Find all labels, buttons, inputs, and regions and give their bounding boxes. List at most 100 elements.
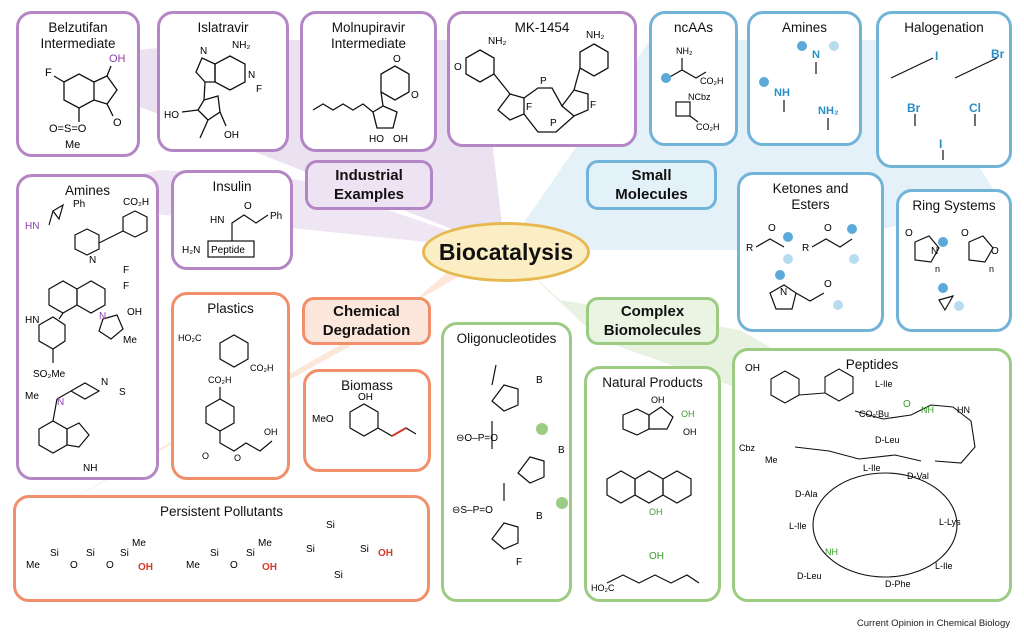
svg-text:OH: OH	[358, 392, 373, 403]
islatravir-title: Islatravir	[197, 20, 249, 35]
svg-text:HN: HN	[25, 315, 39, 326]
mk1454-title: MK-1454	[514, 20, 570, 35]
svg-text:Me: Me	[765, 455, 778, 465]
molnupiravir-title-line2: Intermediate	[330, 36, 407, 51]
journal-credit: Current Opinion in Chemical Biology	[856, 618, 1010, 629]
biocatalysis-center: Biocatalysis	[422, 222, 590, 282]
svg-text:Cl: Cl	[969, 101, 981, 115]
svg-text:HO₂C: HO₂C	[178, 333, 202, 343]
svg-text:Me: Me	[132, 538, 146, 549]
svg-text:HO: HO	[164, 110, 179, 121]
svg-text:O: O	[454, 62, 462, 73]
svg-text:Si: Si	[120, 548, 129, 559]
svg-text:OH: OH	[393, 134, 408, 145]
svg-text:CO₂H: CO₂H	[250, 363, 274, 373]
svg-text:CO₂H: CO₂H	[696, 122, 720, 132]
svg-text:NH₂: NH₂	[676, 46, 693, 56]
svg-text:Si: Si	[334, 570, 343, 581]
biomass-title: Biomass	[341, 378, 393, 393]
svg-text:O: O	[234, 453, 241, 463]
svg-text:OH: OH	[649, 551, 664, 562]
svg-text:R: R	[746, 243, 753, 254]
svg-text:HN: HN	[957, 405, 970, 415]
svg-text:O: O	[905, 228, 913, 239]
svg-text:O: O	[230, 560, 238, 571]
svg-text:O: O	[961, 228, 969, 239]
svg-text:OH: OH	[649, 507, 663, 517]
svg-text:n: n	[989, 264, 994, 274]
svg-text:B: B	[536, 511, 543, 522]
svg-text:O: O	[70, 560, 78, 571]
svg-text:N: N	[101, 377, 108, 388]
svg-text:P: P	[550, 118, 557, 129]
svg-text:O: O	[202, 451, 209, 461]
svg-text:O: O	[393, 54, 401, 65]
svg-text:L-Ile: L-Ile	[875, 379, 893, 389]
ketones-title-line1: Ketones and	[772, 181, 849, 196]
svg-text:OH: OH	[262, 562, 277, 573]
svg-text:N: N	[57, 397, 64, 408]
svg-text:Me: Me	[65, 139, 80, 151]
svg-text:D-Val: D-Val	[907, 471, 929, 481]
svg-text:B: B	[558, 445, 565, 456]
svg-text:F: F	[123, 265, 129, 276]
small-amines-structures: N NH NH₂	[759, 41, 839, 130]
svg-text:D-Leu: D-Leu	[875, 435, 900, 445]
svg-text:OH: OH	[138, 562, 153, 573]
svg-text:Ph: Ph	[73, 199, 85, 210]
ketones-esters-structures: RO RO NO	[746, 223, 859, 310]
svg-text:B: B	[536, 375, 543, 386]
svg-text:OH: OH	[745, 363, 760, 374]
svg-text:SO₂Me: SO₂Me	[33, 369, 66, 380]
svg-text:Si: Si	[246, 548, 255, 559]
svg-text:L-Ile: L-Ile	[863, 463, 881, 473]
svg-text:OH: OH	[127, 307, 142, 318]
svg-text:Me: Me	[258, 538, 272, 549]
svg-text:F: F	[256, 84, 262, 95]
svg-text:P: P	[540, 76, 547, 87]
svg-text:Me: Me	[26, 560, 40, 571]
halogenation-box: Halogenation I Br Br Cl I	[876, 11, 1012, 168]
svg-text:CO₂H: CO₂H	[123, 197, 149, 208]
svg-text:OH: OH	[264, 427, 278, 437]
svg-text:HN: HN	[210, 215, 224, 226]
svg-text:N: N	[89, 255, 96, 266]
svg-text:O: O	[991, 246, 999, 257]
svg-text:NH₂: NH₂	[586, 30, 604, 41]
svg-text:O: O	[824, 279, 832, 290]
svg-text:F: F	[590, 100, 596, 111]
molnupiravir-title-line1: Molnupiravir	[331, 20, 406, 35]
svg-text:D-Leu: D-Leu	[797, 571, 822, 581]
svg-text:N: N	[200, 46, 207, 57]
svg-text:HO₂C: HO₂C	[591, 583, 615, 593]
plastics-title: Plastics	[207, 301, 254, 316]
svg-text:F: F	[516, 557, 522, 568]
svg-text:⊖S–P=O: ⊖S–P=O	[452, 505, 493, 516]
svg-text:Si: Si	[326, 520, 335, 531]
svg-text:Me: Me	[186, 560, 200, 571]
oligonucleotides-structure: BB B ⊖O–P=O⊖S–P=O F	[452, 364, 568, 568]
svg-text:D-Ala: D-Ala	[795, 489, 818, 499]
svg-text:n: n	[935, 264, 940, 274]
svg-text:S: S	[119, 387, 126, 398]
svg-text:Si: Si	[50, 548, 59, 559]
svg-text:Si: Si	[306, 544, 315, 555]
svg-text:Br: Br	[991, 47, 1005, 61]
